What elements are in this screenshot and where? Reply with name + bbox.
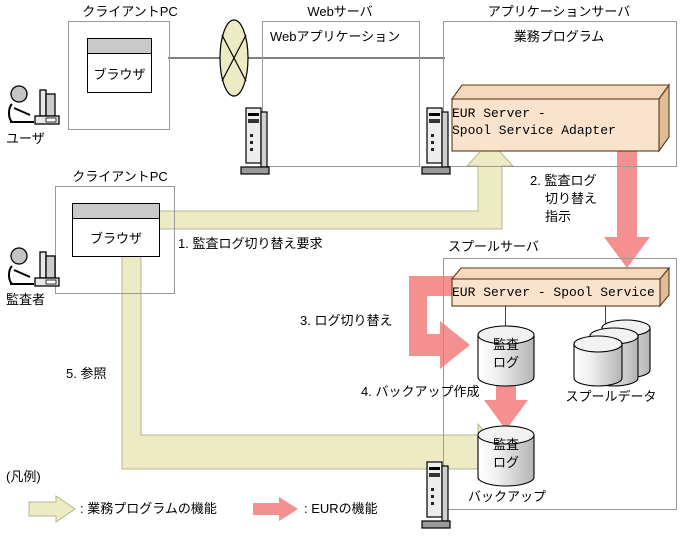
step-2-label-line2: 切り替え (545, 191, 598, 206)
store-audit-log-backup-caption: バックアップ (467, 489, 546, 504)
step-5-label: 5. 参照 (66, 366, 107, 381)
legend-business-label: : 業務プログラムの機能 (80, 501, 217, 516)
app-server-machine-icon (421, 107, 451, 175)
host-label-client-pc-audit: クライアントPC (72, 169, 168, 184)
browser-content-audit: ブラウザ (89, 231, 142, 246)
user-actor-icon (8, 85, 60, 125)
arrow-step-2 (604, 150, 650, 268)
legend-business-arrow-icon (28, 495, 76, 523)
component-eur-adapter-line1: EUR Server - (452, 106, 546, 121)
store-audit-log-primary (477, 325, 535, 387)
legend-eur-label: : EURの機能 (304, 501, 378, 516)
store-audit-log-primary-line2: ログ (492, 355, 519, 370)
browser-titlebar-audit (73, 204, 159, 219)
auditor-actor-icon (8, 247, 60, 287)
network-wire-right (245, 57, 445, 59)
host-box-spool-server (443, 258, 677, 510)
store-audit-log-backup-line1: 監査 (492, 437, 519, 452)
component-eur-spool-service-line1: EUR Server - Spool Service (452, 285, 655, 300)
store-audit-log-primary-line1: 監査 (492, 337, 519, 352)
step-2-label-line3: 指示 (545, 209, 572, 224)
actor-label-auditor: 監査者 (6, 292, 46, 307)
browser-window-audit: ブラウザ (72, 203, 160, 257)
connector-to-audit-log (505, 306, 506, 328)
store-spool-data-caption: スプールデータ (565, 389, 657, 404)
store-audit-log-backup (477, 425, 535, 487)
component-eur-adapter-line2: Spool Service Adapter (452, 123, 616, 138)
connector-to-spool-data (605, 306, 606, 324)
host-label-client-pc-user: クライアントPC (82, 4, 178, 19)
host-box-client-pc-audit (55, 186, 175, 294)
browser-content-user: ブラウザ (93, 66, 146, 82)
host-label-app-server: アプリケーションサーバ (487, 4, 631, 19)
arrow-step-4 (484, 372, 528, 430)
step-1-label: 1. 監査ログ切り替え要求 (178, 236, 323, 251)
network-switch-icon (219, 19, 249, 97)
step-2-label-line1: 2. 監査ログ (530, 173, 597, 188)
browser-titlebar-user (88, 39, 151, 54)
step-3-label: 3. ログ切り替え (300, 313, 393, 328)
arrow-step-1 (157, 140, 515, 230)
network-wire-left (168, 57, 230, 59)
component-eur-adapter (450, 83, 671, 153)
component-eur-spool-service (450, 266, 671, 308)
browser-window-user: ブラウザ (87, 38, 152, 93)
host-box-web-server (262, 21, 420, 167)
host-box-app-server (443, 21, 677, 167)
store-audit-log-backup-line2: ログ (492, 455, 519, 470)
arrow-step-3 (409, 276, 470, 369)
step-4-label: 4. バックアップ作成 (361, 384, 480, 399)
web-application-label: Webアプリケーション (270, 29, 401, 44)
legend-eur-arrow-icon (253, 497, 298, 521)
store-spool-data (573, 319, 651, 387)
legend-title: (凡例) (6, 469, 41, 484)
business-program-label: 業務プログラム (513, 29, 605, 44)
actor-label-user: ユーザ (6, 131, 45, 146)
web-server-machine-icon (240, 107, 270, 175)
host-label-spool-server: スプールサーバ (448, 239, 539, 254)
host-label-web-server: Webサーバ (307, 4, 373, 19)
spool-server-machine-icon (421, 461, 451, 529)
host-box-client-pc-user (68, 21, 170, 130)
